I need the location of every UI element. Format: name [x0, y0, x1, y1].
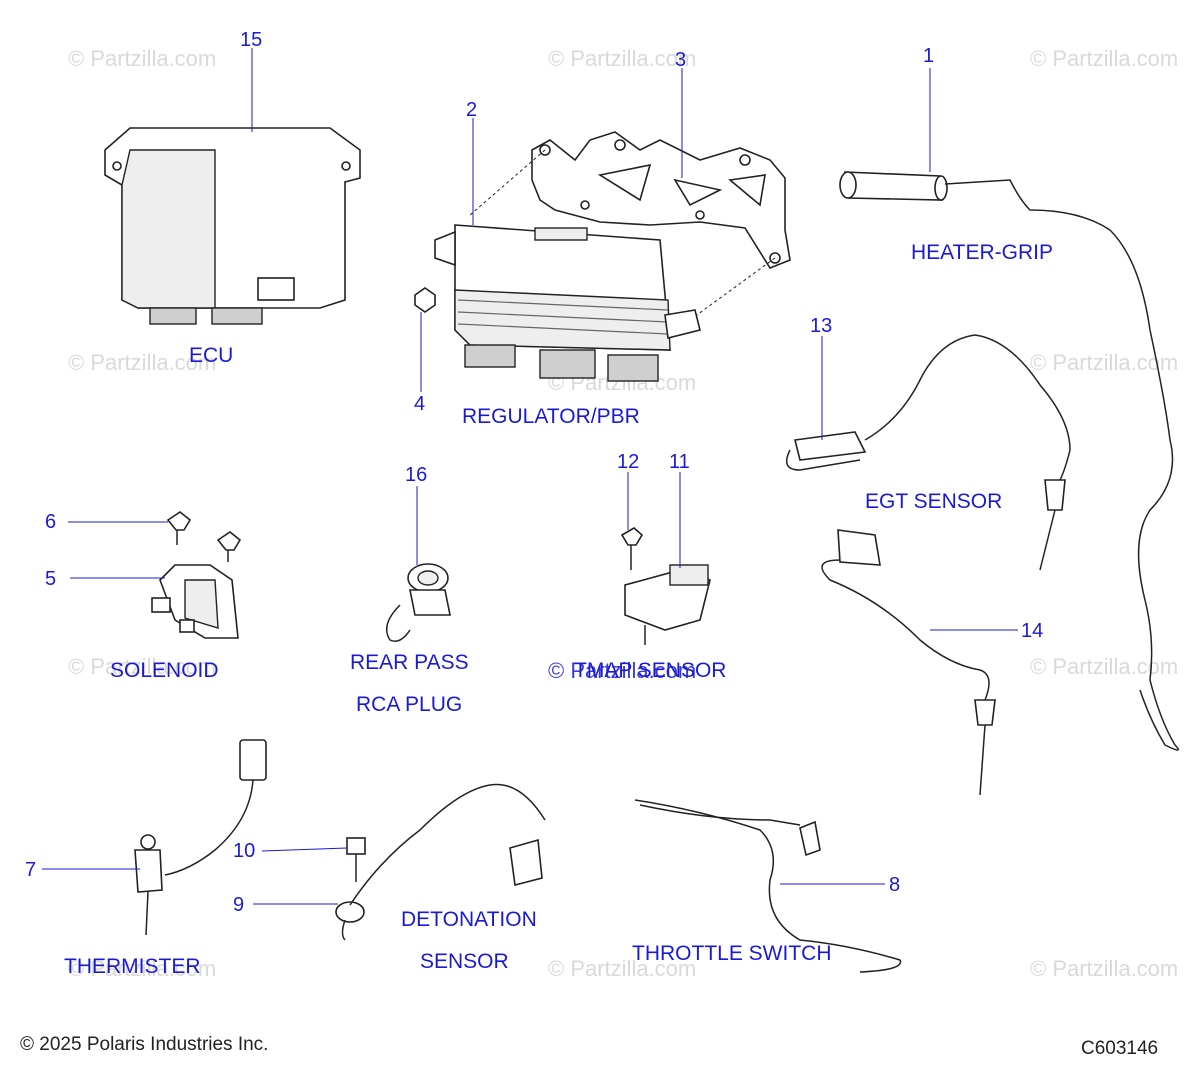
heater-grip-part [839, 171, 1180, 751]
watermark: © Partzilla.com [548, 46, 697, 71]
callout-9: 9 [233, 894, 245, 916]
label-egt-sensor: EGT SENSOR [865, 490, 1003, 513]
egt-sensor-2-part [821, 529, 996, 796]
callout-5: 5 [45, 568, 57, 590]
watermark: © Partzilla.com [548, 956, 697, 981]
watermark: © Partzilla.com [1030, 46, 1179, 71]
callout-3: 3 [675, 49, 687, 71]
diagram-code: C603146 [1081, 1038, 1159, 1059]
label-tmap-sensor: TMAP SENSOR [574, 659, 727, 682]
egt-sensor-part [785, 334, 1071, 571]
regulator-part [434, 224, 701, 382]
label-rear-pass: REAR PASS [350, 651, 469, 674]
callout-11: 11 [669, 451, 690, 473]
callout-14: 14 [1021, 620, 1044, 642]
bracket-part [469, 131, 791, 321]
callout-1: 1 [923, 45, 935, 67]
callout-6: 6 [45, 511, 57, 533]
label-thermister: THERMISTER [64, 955, 201, 978]
watermark: © Partzilla.com [68, 350, 217, 375]
watermark: © Partzilla.com [1030, 350, 1179, 375]
watermark-overlay: © Partzilla.com [548, 658, 697, 683]
label-ecu: ECU [189, 344, 234, 367]
callout-12: 12 [617, 451, 640, 473]
callout-10: 10 [233, 840, 256, 862]
detonation-sensor-part [335, 783, 546, 941]
watermark: © Partzilla.com [68, 956, 217, 981]
label-throttle-switch: THROTTLE SWITCH [632, 942, 832, 965]
solenoid-part [151, 511, 242, 639]
nut-part [414, 287, 436, 313]
callout-4: 4 [414, 393, 426, 415]
rca-plug-part [385, 563, 451, 642]
thermister-part [134, 739, 267, 936]
callout-13: 13 [810, 315, 833, 337]
callout-7: 7 [25, 859, 37, 881]
copyright: © 2025 Polaris Industries Inc. [20, 1034, 269, 1055]
callout-8: 8 [889, 874, 901, 896]
label-sensor: SENSOR [420, 950, 509, 973]
watermark: © Partzilla.com [68, 46, 217, 71]
leader-lines [42, 48, 1018, 905]
label-detonation: DETONATION [401, 908, 537, 931]
label-rca-plug: RCA PLUG [356, 693, 463, 716]
ecu-part [104, 127, 361, 325]
tmap-sensor-part [620, 527, 711, 645]
watermark: © Partzilla.com [1030, 956, 1179, 981]
callout-15: 15 [240, 29, 263, 51]
label-solenoid: SOLENOID [110, 659, 219, 682]
throttle-switch-part [634, 799, 902, 973]
watermark: © Partzilla.com [1030, 654, 1179, 679]
label-heater-grip: HEATER-GRIP [911, 241, 1053, 264]
watermark: © Partzilla.com [68, 654, 217, 679]
label-regulator: REGULATOR/PBR [462, 405, 640, 428]
callout-16: 16 [405, 464, 428, 486]
bolt-part [346, 837, 366, 882]
callout-2: 2 [466, 99, 478, 121]
